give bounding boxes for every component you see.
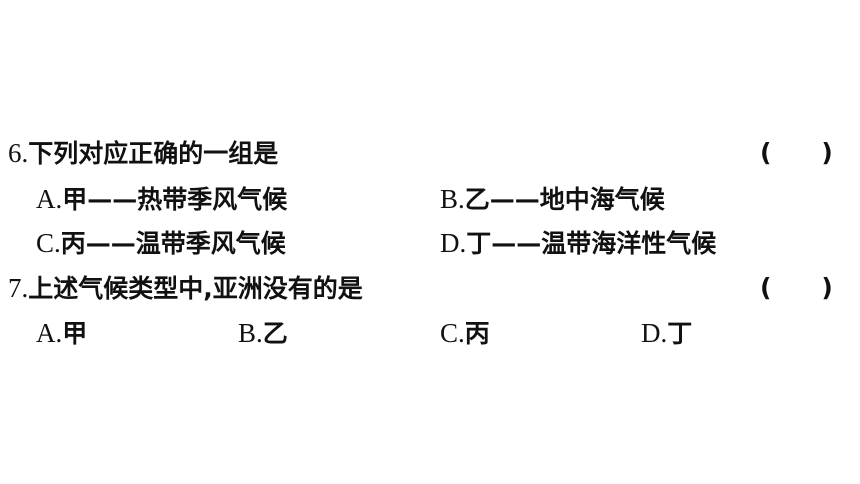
question-7-option-b[interactable]: B.乙 (238, 313, 288, 353)
option-letter: C. (36, 228, 61, 258)
option-text: 甲——热带季风气候 (62, 185, 288, 214)
question-7-answer-bracket[interactable]: ( ) (760, 273, 833, 302)
option-text: 甲 (62, 319, 88, 348)
option-text: 丁——温带海洋性气候 (466, 229, 717, 258)
question-6-text: 下列对应正确的一组是 (28, 139, 279, 168)
question-6-answer-bracket[interactable]: ( ) (760, 138, 833, 167)
option-letter: C. (440, 318, 465, 348)
question-6-option-b[interactable]: B.乙——地中海气候 (440, 179, 665, 219)
option-text: 丁 (667, 319, 693, 348)
option-letter: A. (36, 184, 63, 214)
question-7-number: 7. (8, 273, 29, 303)
question-7-option-d[interactable]: D.丁 (641, 313, 692, 353)
question-7-text: 上述气候类型中,亚洲没有的是 (28, 274, 363, 303)
question-7-option-c[interactable]: C.丙 (440, 313, 490, 353)
question-7-option-a[interactable]: A.甲 (36, 313, 87, 353)
option-letter: D. (440, 228, 467, 258)
question-6-number: 6. (8, 138, 29, 168)
question-6-option-c[interactable]: C.丙——温带季风气候 (36, 223, 286, 263)
option-text: 丙 (464, 319, 490, 348)
option-letter: A. (36, 318, 63, 348)
question-6-option-d[interactable]: D.丁——温带海洋性气候 (440, 223, 716, 263)
option-letter: D. (641, 318, 668, 348)
option-text: 乙 (262, 319, 288, 348)
option-letter: B. (440, 184, 465, 214)
option-text: 乙——地中海气候 (464, 185, 665, 214)
question-6-option-a[interactable]: A.甲——热带季风气候 (36, 179, 287, 219)
option-text: 丙——温带季风气候 (60, 229, 286, 258)
question-6-stem: 6.下列对应正确的一组是 (8, 133, 278, 173)
option-letter: B. (238, 318, 263, 348)
question-7-stem: 7.上述气候类型中,亚洲没有的是 (8, 268, 363, 308)
